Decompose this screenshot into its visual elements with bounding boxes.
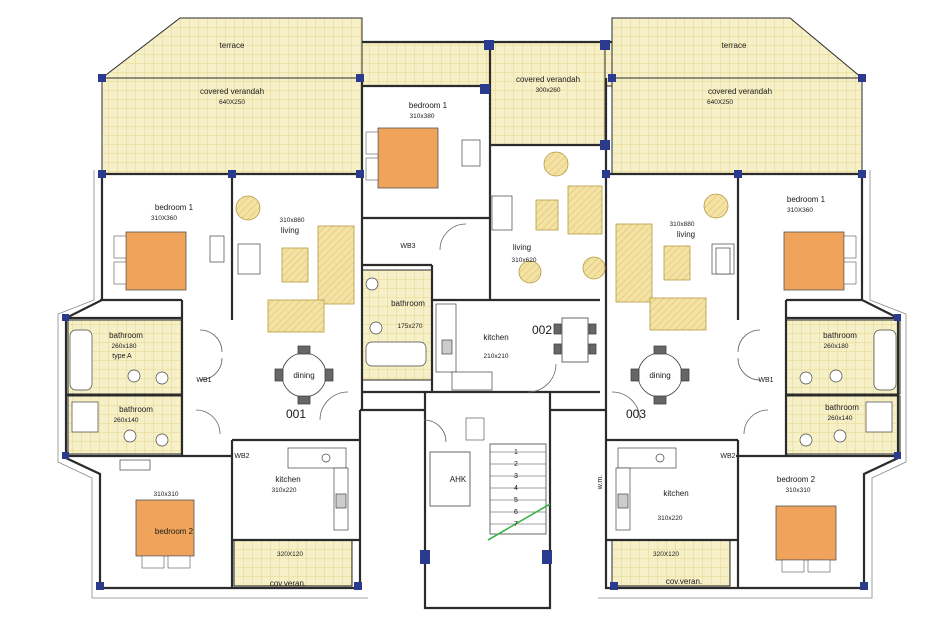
apt1-bedroom2-label: bedroom 2	[155, 527, 194, 536]
step-1: 1	[514, 449, 518, 456]
apt1-wb2-label: WB2	[234, 453, 249, 460]
apt1-bathroom2-label: bathroom	[119, 405, 153, 414]
apt3-cov-dim: 320X120	[653, 551, 679, 558]
dining-table-left	[274, 345, 334, 405]
stair-core	[423, 417, 551, 541]
sofa-left-b	[267, 299, 325, 333]
apt2-bathroom-label: bathroom	[391, 299, 425, 308]
bath-fixtures	[69, 277, 897, 447]
sofa-middle-a	[567, 185, 603, 235]
apt2-living-label: living	[513, 243, 531, 252]
apt1-bedroom1-label: bedroom 1	[155, 203, 194, 212]
apt3-bedroom2-label: bedroom 2	[777, 475, 816, 484]
apt3-living-label: living	[677, 230, 695, 239]
kitchen-counter-left	[287, 447, 349, 531]
apt-002-labels: covered verandah 300x260 bedroom 1 310x3…	[391, 75, 580, 360]
wardrobes-desks	[119, 139, 735, 471]
apt2-kitchen-dim: 210x210	[484, 353, 509, 360]
sofa-right-a	[615, 223, 653, 303]
dining-table-right	[630, 345, 690, 405]
step-2: 2	[514, 461, 518, 468]
apt1-living-label: living	[281, 226, 299, 235]
apt1-verandah-label: covered verandah	[200, 87, 264, 96]
furniture	[69, 127, 897, 573]
apt3-bedroom1-label: bedroom 1	[787, 195, 826, 204]
core-labels: AHK 1 2 3 4 5 6 7	[450, 449, 518, 528]
sofa-right-b	[649, 297, 707, 331]
stair-rail	[487, 503, 551, 541]
apt3-verandah-label: covered verandah	[708, 87, 772, 96]
apt1-bedroom2-dim: 310x310	[154, 491, 179, 498]
apt1-verandah-dim: 640X250	[219, 99, 245, 106]
cov-veran-left-area	[233, 539, 353, 587]
apt2-kitchen-label: kitchen	[483, 333, 508, 342]
step-5: 5	[514, 497, 518, 504]
apt2-bedroom1-label: bedroom 1	[409, 101, 448, 110]
bed-right-1	[783, 231, 845, 291]
apt1-cov-veran-label: cov.veran.	[270, 579, 306, 588]
apt2-living-dim: 310x620	[512, 257, 537, 264]
apt1-terrace-label: terrace	[220, 41, 245, 50]
apt3-bedroom1-dim: 310X360	[787, 207, 813, 214]
apt3-cov-veran-label: cov.veran.	[666, 577, 702, 586]
apt3-bedroom2-dim: 310x310	[786, 487, 811, 494]
apt3-dining-label: dining	[649, 371, 670, 380]
apt3-kitchen-dim: 310x220	[658, 515, 683, 522]
apt1-kitchen-label: kitchen	[275, 475, 300, 484]
ahk-label: AHK	[450, 475, 467, 484]
kitchen-counter-right	[615, 447, 677, 531]
apt1-dining-label: dining	[293, 371, 314, 380]
apt3-wb2-label: WB2	[720, 453, 735, 460]
apt1-bathroom-a-type: type A	[112, 353, 132, 360]
apt1-living-dim: 310x880	[280, 217, 305, 224]
bed-right-2	[775, 505, 837, 561]
kitchen-counter-middle	[435, 303, 493, 391]
apt2-number: 002	[532, 323, 552, 337]
bed-left-2	[135, 499, 195, 557]
apt3-bathroom2-dim: 260x140	[828, 415, 853, 422]
apt2-verandah-label: covered verandah	[516, 75, 580, 84]
outer-outline	[57, 170, 907, 599]
apt1-cov-dim: 320X120	[277, 551, 303, 558]
verandah-left-area	[101, 77, 363, 175]
apt1-bedroom1-dim: 310X360	[151, 215, 177, 222]
bed-left-1	[125, 231, 187, 291]
apt1-bathroom-a-dim: 260x180	[112, 343, 137, 350]
apt3-number: 003	[626, 407, 646, 421]
step-4: 4	[514, 485, 518, 492]
apt3-living-dim: 310x880	[670, 221, 695, 228]
sofa-left-a	[317, 225, 355, 305]
walls	[64, 40, 900, 610]
dining-table-middle	[553, 317, 597, 363]
pillars	[62, 40, 901, 590]
apt3-terrace-label: terrace	[722, 41, 747, 50]
apt1-number: 001	[286, 407, 306, 421]
cov-veran-right-area	[611, 539, 731, 587]
lift-shaft	[429, 451, 471, 507]
apt2-wb3-label: WB3	[400, 243, 415, 250]
apt3-kitchen-label: kitchen	[663, 489, 688, 498]
bed-middle-1	[377, 127, 439, 189]
apt3-bathroom2-label: bathroom	[825, 403, 859, 412]
apt2-bedroom1-dim: 310x380	[410, 113, 435, 120]
step-6: 6	[514, 509, 518, 516]
apt1-bathroom-a-label: bathroom	[109, 331, 143, 340]
apt-001-labels: terrace covered verandah 640X250 bedroom…	[109, 41, 315, 588]
apt1-kitchen-dim: 310x220	[272, 487, 297, 494]
apt3-wb1-label: WB1	[758, 377, 773, 384]
apt-003-labels: terrace covered verandah 640X250 bedroom…	[597, 41, 859, 586]
apt3-bathroom-a-dim: 260x180	[824, 343, 849, 350]
apt3-bathroom-a-label: bathroom	[823, 331, 857, 340]
apt3-wm-label: w.m.	[597, 475, 604, 490]
apt3-verandah-dim: 640X250	[707, 99, 733, 106]
apt1-bathroom2-dim: 260x140	[114, 417, 139, 424]
apt1-wb1-label: WB1	[196, 377, 211, 384]
apt2-bathroom-dim: 175x270	[398, 323, 423, 330]
apt2-verandah-dim: 300x260	[536, 87, 561, 94]
step-3: 3	[514, 473, 518, 480]
step-7: 7	[514, 521, 518, 528]
